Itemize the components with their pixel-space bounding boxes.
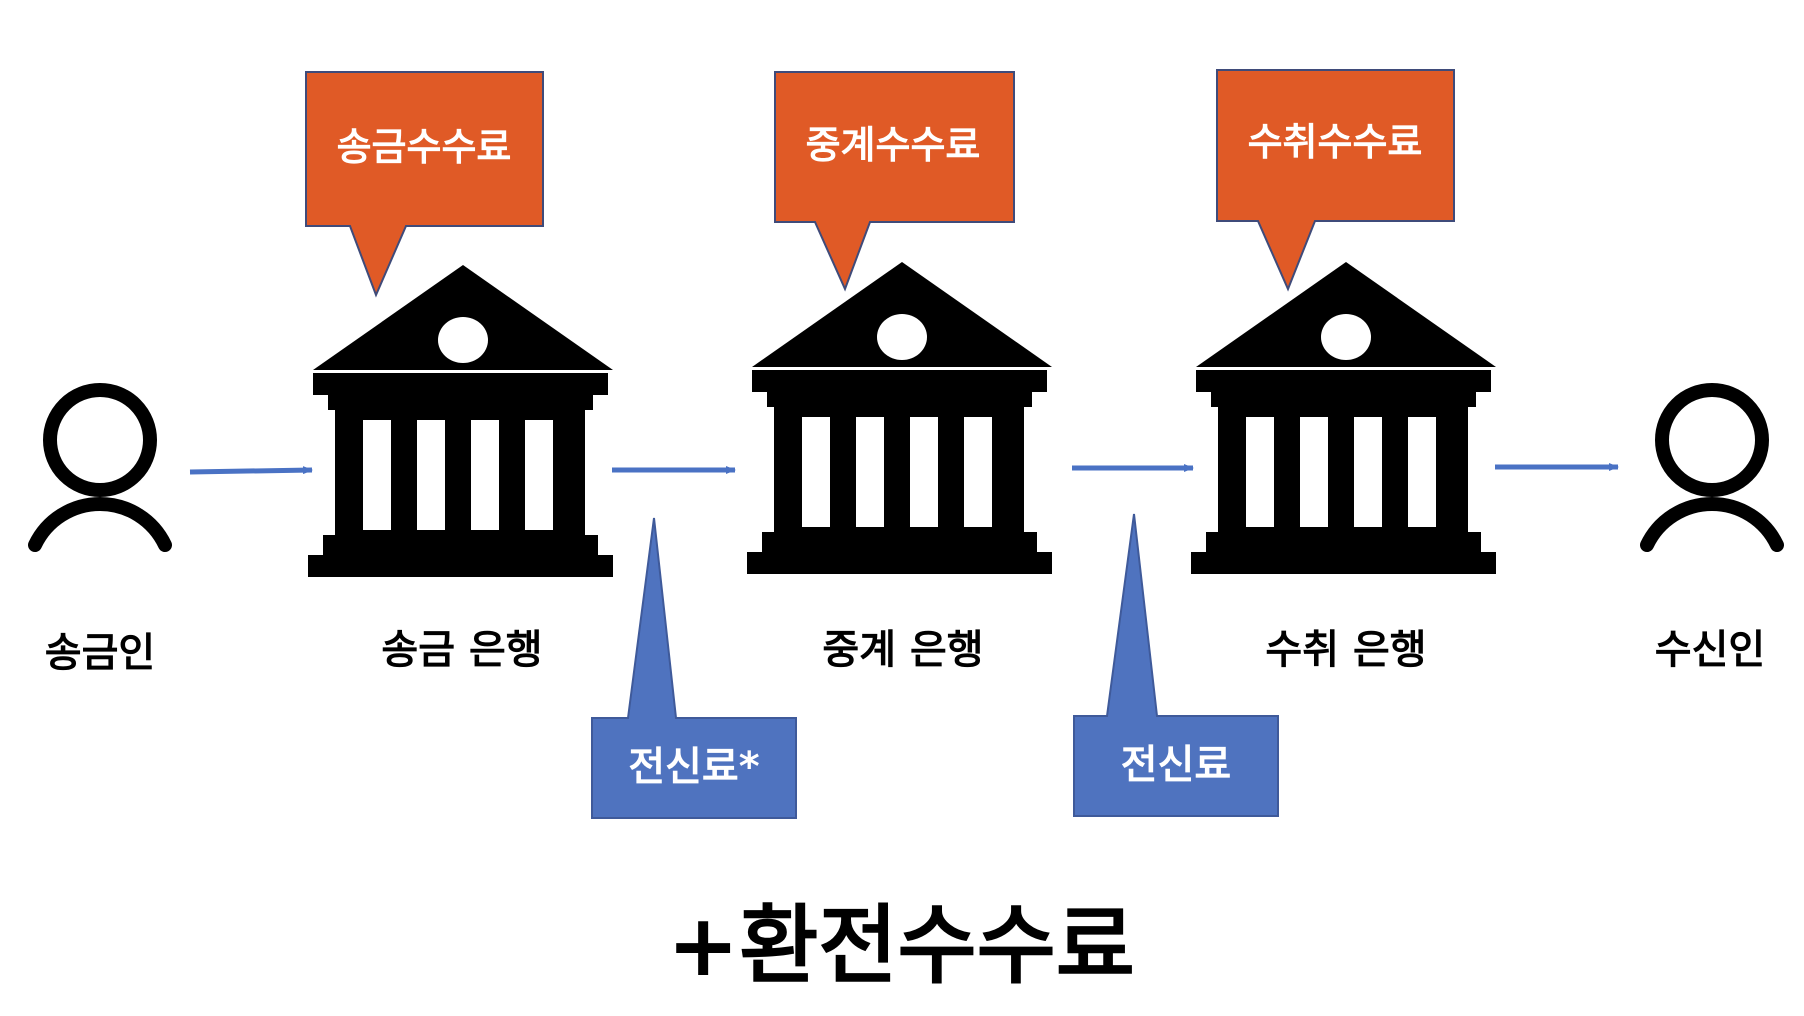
intermediary-bank-label: 중계 은행 [822,627,983,673]
receiving-bank-label: 수취 은행 [1265,627,1426,673]
arrow-sender-to-sending-bank [189,466,313,475]
recipient-person-icon [1640,383,1784,552]
intermediary-bank-icon [747,262,1052,574]
sending-bank-label: 송금 은행 [381,627,542,673]
cable-fee-second-label: 전신료 [1121,742,1231,788]
receiving-fee-callout: 수취수수료 [1216,69,1455,292]
recipient-label: 수신인 [1655,627,1765,673]
sending-bank-icon [308,265,613,577]
cable-fee-callout-first: 전신료* [591,517,797,819]
sending-fee-callout: 송금수수료 [305,71,544,298]
intermediary-fee-callout: 중계수수료 [774,71,1015,292]
sender-person-icon [28,383,172,552]
receiving-fee-label: 수취수수료 [1248,120,1423,164]
cable-fee-first-label: 전신료* [628,744,759,790]
receiving-bank-icon [1191,262,1496,574]
sending-fee-label: 송금수수료 [337,125,512,169]
cable-fee-callout-second: 전신료 [1073,513,1279,817]
sender-label: 송금인 [45,630,155,676]
intermediary-fee-label: 중계수수료 [806,123,981,167]
exchange-fee-footer: +환전수수료 [667,896,1135,996]
